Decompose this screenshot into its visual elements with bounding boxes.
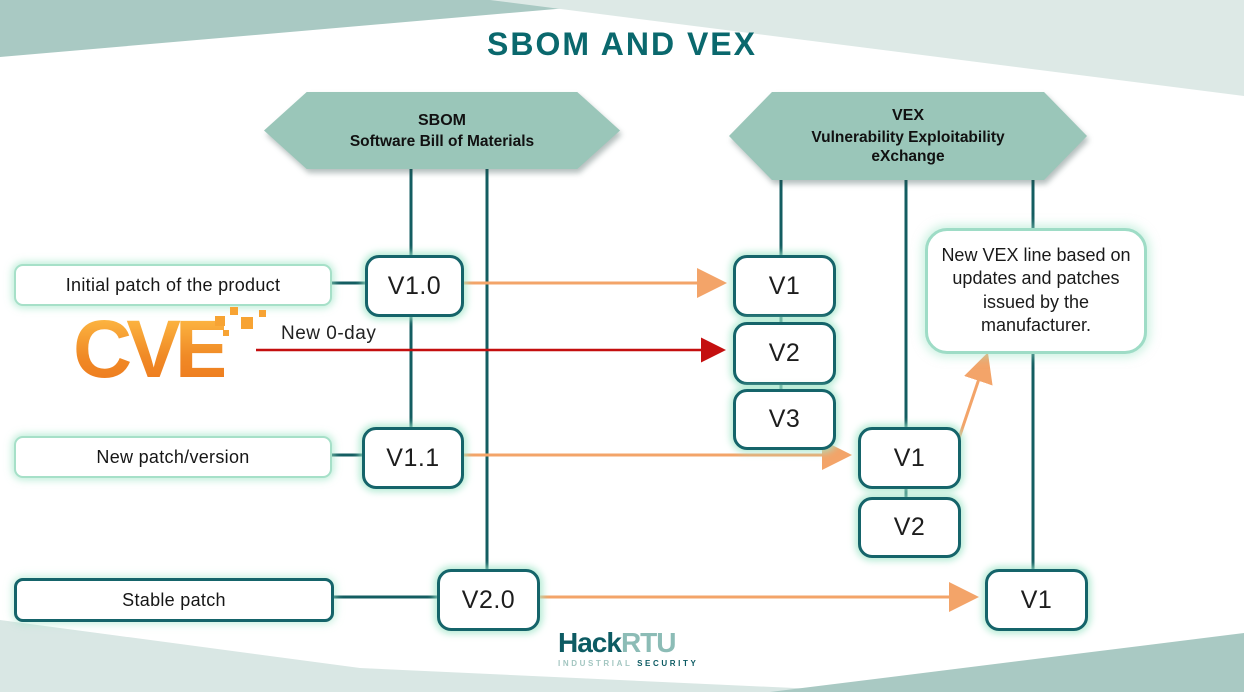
cve-pixel-dot: [241, 317, 253, 329]
zero-day-label: New 0-day: [281, 323, 377, 344]
cve-pixel-dot: [215, 316, 225, 326]
sbom-hexagon-title: SBOM: [418, 111, 466, 129]
hackrtu-word-rtu: RTU: [620, 627, 677, 658]
label-new-patch: New patch/version: [14, 436, 332, 478]
hackrtu-tagline: INDUSTRIAL SECURITY: [558, 660, 698, 668]
label-initial-patch: Initial patch of the product: [14, 264, 332, 306]
hackrtu-tagline-industrial: INDUSTRIAL: [558, 659, 633, 668]
cve-pixel-dot: [223, 330, 229, 336]
box-vex-b-v2: V2: [858, 497, 961, 558]
box-vex-a-v3: V3: [733, 389, 836, 450]
vex-hexagon-subtitle: Vulnerability Exploitability eXchange: [811, 128, 1005, 166]
page-title: SBOM AND VEX: [487, 26, 757, 62]
hackrtu-logo: HackRTU INDUSTRIAL SECURITY: [558, 629, 698, 668]
cve-pixel-dot: [259, 310, 266, 317]
sbom-hexagon-shape: SBOM Software Bill of Materials: [264, 92, 620, 169]
cve-logo: CVE: [73, 304, 273, 395]
hackrtu-tagline-security: SECURITY: [637, 659, 699, 668]
box-vex-b-v1: V1: [858, 427, 961, 489]
box-vex-a-v2: V2: [733, 322, 836, 385]
cve-pixel-dot: [230, 307, 238, 315]
box-sbom-v2-0: V2.0: [437, 569, 540, 631]
sbom-hexagon-subtitle: Software Bill of Materials: [349, 133, 535, 150]
box-sbom-v1-0: V1.0: [365, 255, 464, 317]
box-vex-a-v1: V1: [733, 255, 836, 317]
box-vex-c-v1: V1: [985, 569, 1088, 631]
hackrtu-word-hack: Hack: [558, 627, 622, 658]
vex-hexagon: VEX Vulnerability Exploitability eXchang…: [729, 92, 1087, 180]
cve-logo-text: CVE: [73, 304, 230, 395]
vex-hexagon-title: VEX: [891, 107, 924, 125]
vex-annotation-note: New VEX line based on updates and patche…: [925, 228, 1147, 354]
hackrtu-wordmark: HackRTU: [558, 629, 698, 657]
label-stable-patch: Stable patch: [14, 578, 334, 622]
vex-hexagon-shape: VEX Vulnerability Exploitability eXchang…: [729, 92, 1087, 180]
box-sbom-v1-1: V1.1: [362, 427, 464, 489]
sbom-hexagon: SBOM Software Bill of Materials: [264, 92, 620, 169]
